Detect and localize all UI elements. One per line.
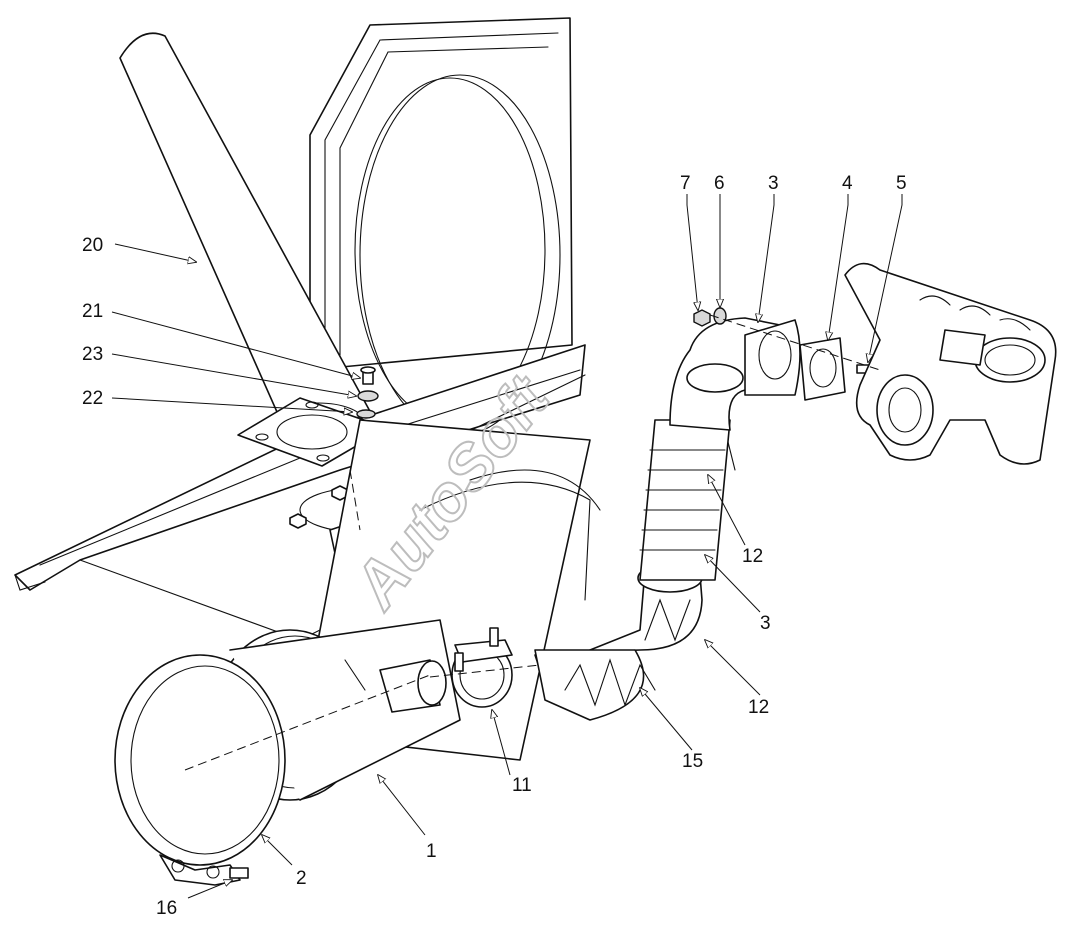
callout-16: 16: [156, 898, 177, 919]
callout-12-lower: 12: [748, 697, 769, 718]
callout-7: 7: [680, 173, 691, 194]
clamp-band: [114, 654, 286, 886]
callout-2: 2: [296, 868, 307, 889]
callout-23: 23: [82, 344, 103, 365]
u-bolt-clamp: [451, 627, 513, 708]
nut-washer: [693, 307, 727, 327]
callout-22: 22: [82, 388, 103, 409]
bolt-washer: [356, 366, 379, 419]
callout-6: 6: [714, 173, 725, 194]
callout-3-middle: 3: [760, 613, 771, 634]
upper-elbow-pipe: [669, 317, 801, 431]
leader-lines: [111, 194, 903, 899]
callout-4: 4: [842, 173, 853, 194]
callout-20: 20: [82, 235, 103, 256]
callout-11: 11: [512, 775, 532, 796]
callout-12-upper: 12: [742, 546, 763, 567]
callout-15: 15: [682, 751, 703, 772]
muffler: [214, 419, 601, 801]
center-lines: [184, 314, 881, 771]
cab-panel: [309, 17, 573, 436]
callout-1: 1: [426, 841, 437, 862]
callout-3-top: 3: [768, 173, 779, 194]
pipe-connector: [379, 659, 447, 713]
lower-elbow-pipe: [534, 563, 703, 721]
callout-labels: 20 21 23 22 7 6 3 4 5 12 3 12 15 11 1 2 …: [82, 173, 907, 919]
callout-21: 21: [82, 301, 103, 322]
callout-5: 5: [896, 173, 907, 194]
corrugated-hose: [639, 419, 731, 581]
exhaust-manifold: [844, 262, 1057, 465]
gasket: [799, 337, 846, 401]
